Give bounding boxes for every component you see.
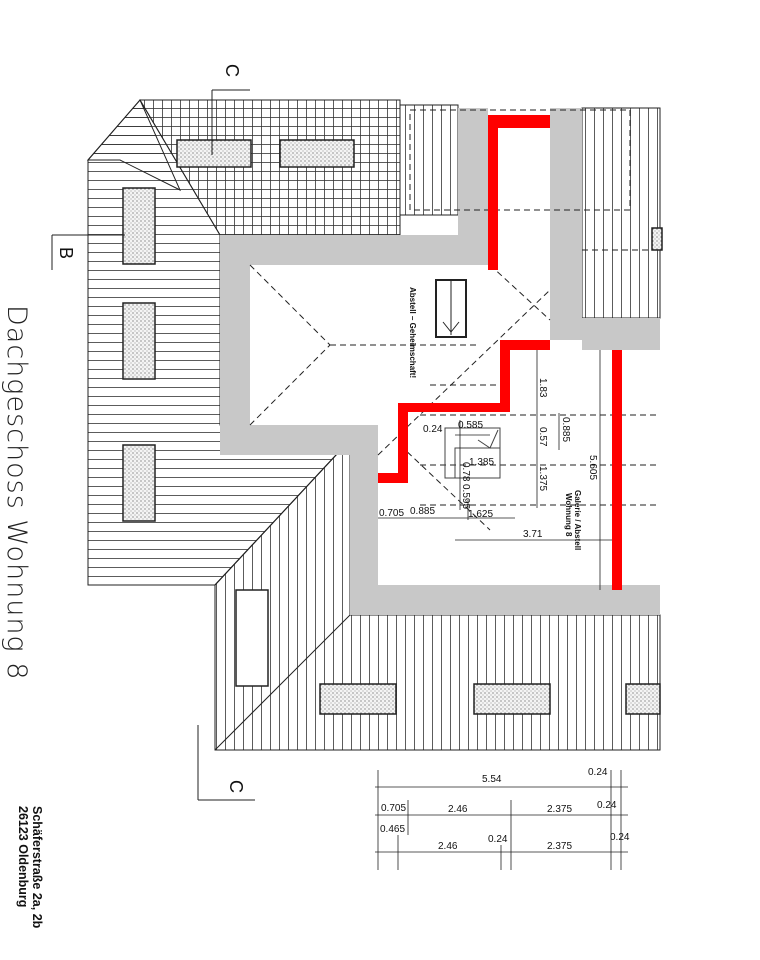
dim-0-24: 0.24	[423, 424, 443, 435]
dim-0-595: 0.595	[460, 484, 471, 509]
section-lines	[51, 89, 255, 801]
dim-0-78: 0.78	[460, 462, 471, 482]
chain-dim: 0.24	[488, 834, 508, 845]
new-walls	[378, 115, 622, 590]
dimension-chain-lines	[375, 770, 628, 870]
dim-5-605: 5.605	[587, 455, 598, 480]
section-mark-b: B	[56, 247, 76, 259]
label-storage-shaft: Abstell – Geheimschaft!	[408, 287, 417, 378]
dim-1-625: 1.625	[468, 509, 493, 520]
dim-0-885-h: 0.885	[410, 506, 435, 517]
dimension-lines	[378, 350, 612, 590]
chain-dim: 2.375	[547, 841, 572, 852]
address-line-1: Schäferstraße 2a, 2b	[30, 806, 44, 929]
chain-dim: 0.24	[588, 767, 608, 778]
dim-1-385: 1.385	[469, 457, 494, 468]
skylight	[435, 279, 467, 338]
dim-0-585: 0.585	[458, 420, 483, 431]
existing-walls	[220, 108, 660, 615]
chain-dim: 0.24	[610, 832, 630, 843]
dim-0-705: 0.705	[379, 508, 404, 519]
dim-1-375: 1.375	[537, 466, 548, 491]
section-mark-c-bottom: C	[226, 780, 246, 793]
chain-dim: 5.54	[482, 774, 502, 785]
chain-dim: 2.46	[438, 841, 458, 852]
roof-areas	[86, 99, 661, 751]
plan-dimensions: 0.24 0.585 1.83 0.57 0.885 1.385 0.78 0.…	[379, 378, 598, 540]
chain-dim: 2.46	[448, 804, 468, 815]
label-gallery-unit: Wohnung 8	[564, 493, 573, 537]
dim-0-885-v: 0.885	[560, 417, 571, 442]
chain-dim: 0.465	[380, 824, 405, 835]
dim-0-57: 0.57	[537, 427, 548, 447]
chain-dim: 2.375	[547, 804, 572, 815]
chain-dim: 0.24	[597, 800, 617, 811]
section-mark-c-top: C	[222, 64, 242, 77]
address-line-2: 26123 Oldenburg	[16, 806, 30, 907]
chain-dim: 0.705	[381, 803, 406, 814]
gallery-room	[378, 350, 614, 585]
dimension-chain: 5.54 0.24 0.705 2.46 2.375 0.24 0.465 2.…	[380, 767, 630, 852]
label-gallery: Galerie / Abstell	[573, 490, 582, 550]
roof-windows	[122, 139, 663, 715]
drawing-title: Dachgeschoss Wohnung 8	[1, 305, 32, 680]
stair	[444, 427, 501, 479]
dim-3-71: 3.71	[523, 529, 543, 540]
dim-1-83: 1.83	[537, 378, 548, 398]
